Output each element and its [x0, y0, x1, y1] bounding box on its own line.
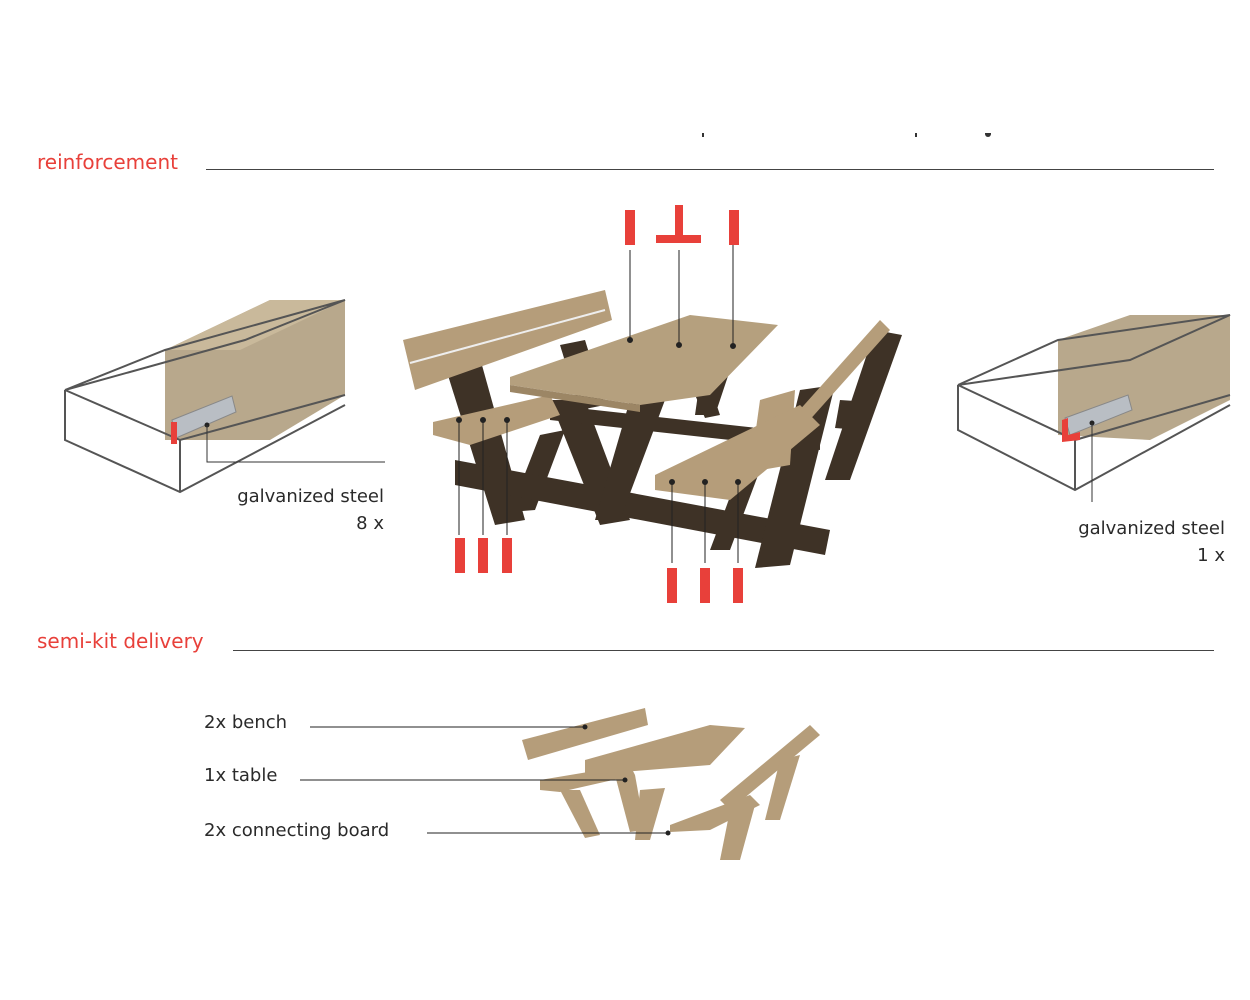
cropped-text-fragment [915, 133, 917, 137]
steel-edge-highlight [1062, 418, 1080, 442]
bench-seat-right [655, 405, 820, 500]
section-divider [206, 169, 1214, 170]
steel-edge-highlight [171, 422, 177, 444]
bench-seat-left [433, 395, 560, 445]
cropped-text-fragment [702, 133, 704, 137]
cropped-text-fragment [985, 133, 991, 137]
picnic-table-illustration [403, 205, 902, 603]
left-reinforcement-diagram [64, 299, 385, 494]
steel-profile [1064, 394, 1133, 436]
bench-backrest-left [403, 290, 612, 390]
table-top [510, 315, 778, 405]
kit-item-table: 1x table [204, 765, 278, 786]
reinforcement-title: reinforcement [37, 150, 178, 174]
kit-item-connecting-board: 2x connecting board [204, 820, 390, 841]
left-steel-label: galvanized steel [237, 486, 384, 507]
semi-kit-table-illustration [300, 708, 820, 860]
right-steel-qty: 1 x [1197, 545, 1225, 566]
section-divider [233, 650, 1214, 651]
left-steel-qty: 8 x [356, 513, 384, 534]
kit-item-bench: 2x bench [204, 712, 288, 733]
profile-markers [455, 205, 743, 603]
semi-kit-title: semi-kit delivery [37, 629, 204, 653]
right-reinforcement-diagram [957, 314, 1231, 502]
callout-line [206, 425, 385, 463]
right-steel-label: galvanized steel [1078, 518, 1225, 539]
